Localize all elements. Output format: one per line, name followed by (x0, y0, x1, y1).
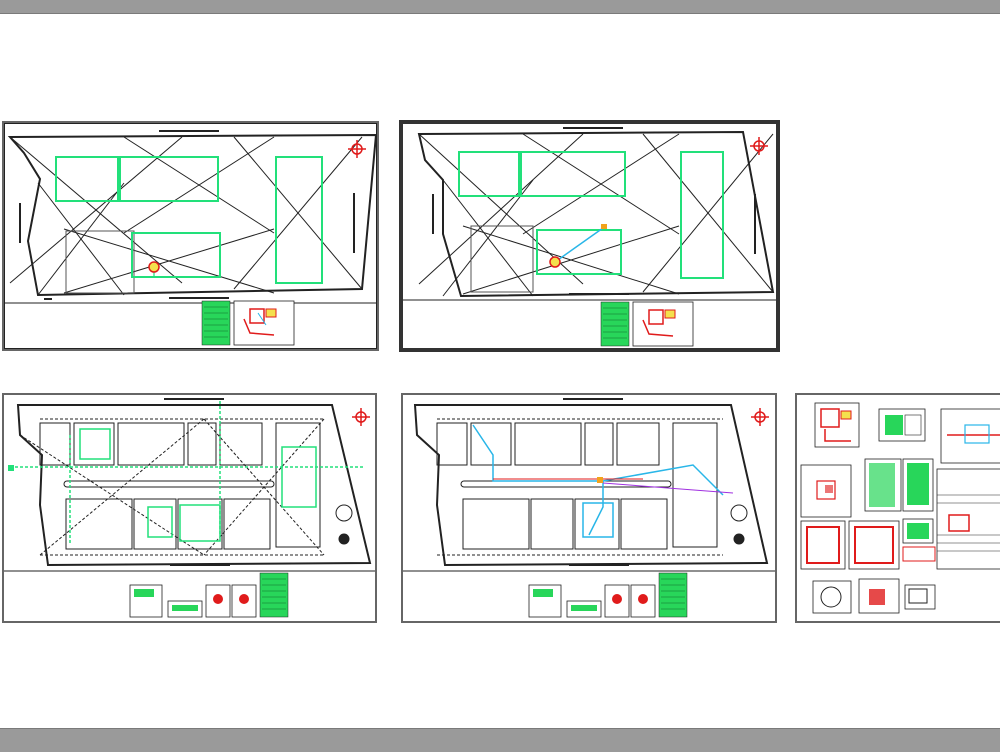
drawing-sheet-floor-plan-sanitary[interactable] (2, 393, 377, 623)
drawing-sheet-site-plan-1[interactable] (2, 121, 379, 351)
north-arrow-icon (348, 140, 366, 158)
drawing-sheet-floor-plan-water[interactable] (401, 393, 777, 623)
top-scroll-bar[interactable] (0, 0, 1000, 14)
drawing-sheet-details[interactable] (795, 393, 1000, 623)
north-arrow-icon (352, 408, 370, 426)
north-arrow-icon (750, 137, 768, 155)
site-plan-drawing (403, 127, 776, 347)
north-arrow-icon (751, 408, 769, 426)
floor-plan-drawing (403, 398, 775, 618)
drawing-sheet-site-plan-2[interactable] (399, 120, 780, 352)
bottom-status-bar (0, 728, 1000, 752)
site-plan-drawing (4, 123, 377, 349)
details-drawing (800, 402, 1000, 614)
floor-plan-drawing (4, 398, 375, 618)
